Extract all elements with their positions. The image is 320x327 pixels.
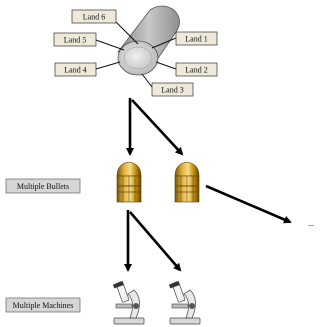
- arrow-to-bullet-2: [131, 99, 184, 156]
- land-label-3: Land 3: [151, 82, 194, 97]
- multiple-machines-text: Multiple Machines: [13, 301, 74, 310]
- bullet-cylinder-illustration: [117, 5, 180, 76]
- multiple-machines-label: Multiple Machines: [5, 297, 81, 313]
- land-connectors: [95, 21, 177, 88]
- land-label-5: Land 5: [53, 32, 97, 47]
- land-label-6-text: Land 6: [83, 13, 105, 22]
- land-label-4-text: Land 4: [64, 66, 86, 75]
- land-label-1-text: Land 1: [185, 35, 207, 44]
- bullet-icon: [116, 161, 142, 203]
- microscope-icon: [112, 281, 145, 325]
- land-label-2: Land 2: [175, 62, 218, 77]
- land-label-3-text: Land 3: [161, 86, 183, 95]
- land-label-1: Land 1: [175, 31, 218, 46]
- land-label-4: Land 4: [54, 62, 97, 77]
- ellipsis-text: ...: [308, 219, 314, 228]
- land-label-6: Land 6: [71, 9, 117, 24]
- arrow-to-machine-2: [129, 211, 182, 272]
- bullet-icon: [174, 161, 200, 203]
- multiple-bullets-label: Multiple Bullets: [5, 178, 81, 194]
- land-label-2-text: Land 2: [185, 66, 207, 75]
- microscope-icon: [168, 281, 201, 325]
- arrow-to-more: [205, 184, 292, 224]
- multiple-bullets-text: Multiple Bullets: [17, 182, 69, 191]
- land-label-5-text: Land 5: [64, 36, 86, 45]
